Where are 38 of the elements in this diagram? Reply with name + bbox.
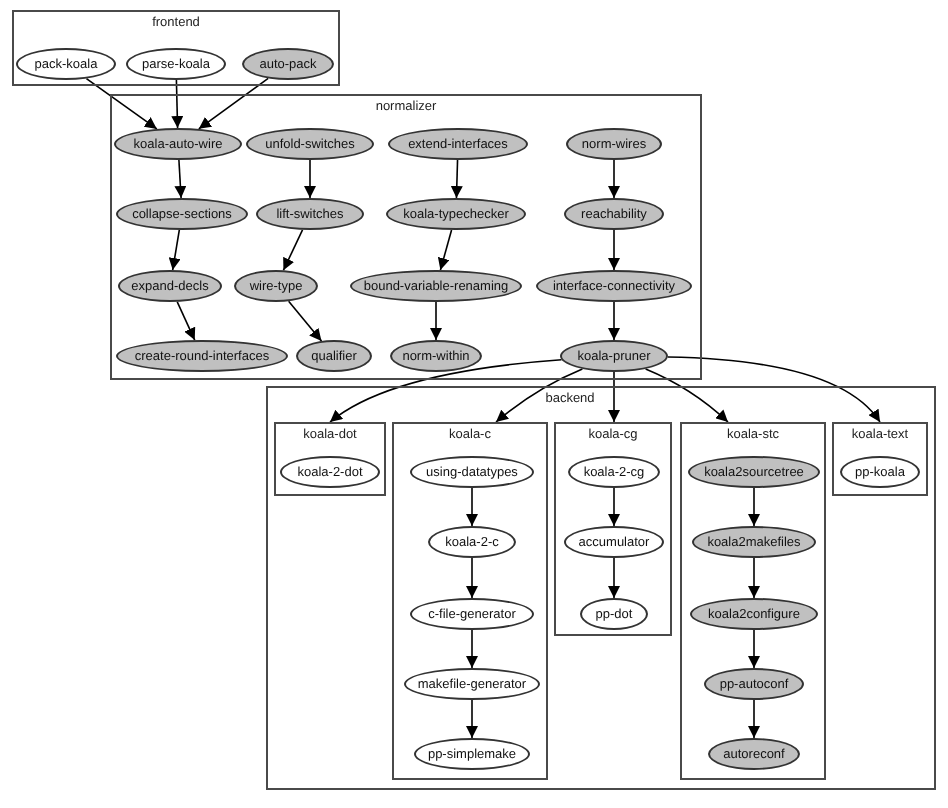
cluster-box [392,422,548,780]
arrow [748,699,760,739]
arrow [466,699,478,739]
arrow [287,300,323,342]
arrow [466,557,478,599]
arrow [748,629,760,669]
arrow [198,77,269,130]
cluster-box [680,422,826,780]
arrow [608,301,620,341]
arrow [608,159,620,199]
arrow [608,371,620,423]
arrow [608,229,620,271]
cluster-box [274,422,386,496]
cluster-box [554,422,672,636]
arrow [176,301,196,341]
arrow [171,79,184,129]
arrow [608,557,620,599]
arrow [450,159,463,199]
arrow [430,301,442,341]
arrow [748,487,760,527]
arrow [85,77,158,130]
cluster-box [832,422,928,496]
arrow [608,487,620,527]
arrow [667,356,881,423]
cluster-box [110,94,702,380]
arrow [168,229,181,271]
cluster-box [266,386,936,790]
arrow [644,368,729,423]
arrow [329,358,563,423]
arrow [282,229,304,272]
arrow [495,368,584,423]
arrow [304,159,316,199]
arrow [174,159,187,199]
arrow [748,557,760,599]
arrow [466,629,478,669]
cluster-box [12,10,340,86]
arrow [437,229,453,271]
arrow [466,487,478,527]
